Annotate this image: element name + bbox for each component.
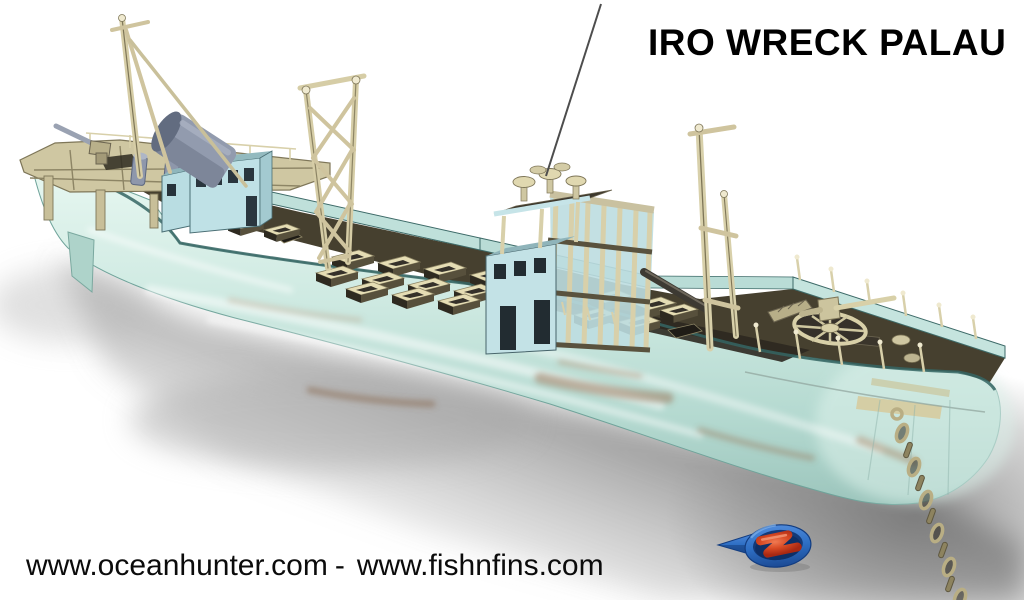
antenna-wire (545, 3, 602, 177)
railing-stanchions (561, 254, 978, 373)
footer-urls: www.oceanhunter.com-www.fishnfins.com (26, 549, 726, 583)
mushroom-vents (512, 162, 587, 202)
bow-gun-platform (767, 295, 897, 346)
page-title: IRO WRECK PALAU (648, 22, 1007, 63)
compass-ring (744, 523, 812, 568)
bridge-superstructure (485, 162, 655, 355)
footer-separator: - (334, 549, 345, 582)
footer-url-oceanhunter: www.oceanhunter.com (26, 549, 328, 582)
aft-kingpost (687, 123, 741, 352)
fallen-boom (640, 268, 712, 314)
stern-gun (53, 123, 112, 165)
footer-url-fishnfins: www.fishnfins.com (356, 549, 604, 582)
foremast-lattice (297, 73, 367, 271)
compass-pointer-icon (716, 523, 812, 572)
stern-mast (110, 14, 248, 188)
